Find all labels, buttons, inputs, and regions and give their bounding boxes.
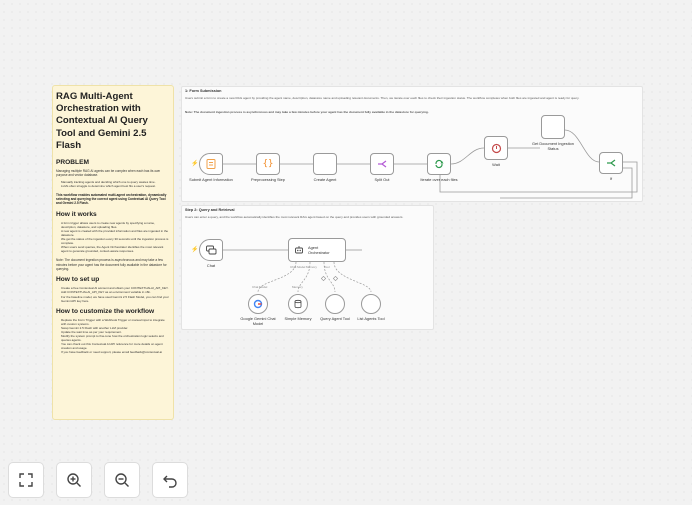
undo-button[interactable] [152,462,188,498]
list-item: Replace the Form Trigger with a Webhook … [61,318,170,326]
list-agents-tool-node[interactable] [361,294,381,314]
zoom-out-icon [114,472,130,488]
chat-trigger-node[interactable] [199,239,223,261]
sticky-note[interactable]: RAG Multi-Agent Orchestration with Conte… [52,85,174,420]
database-icon [293,299,303,309]
customize-heading: How to customize the workflow [56,307,155,315]
wait-label: Wait [492,162,500,167]
zoom-in-button[interactable] [56,462,92,498]
agent-orchestrator-node[interactable]: Agent Orchestrator [288,238,346,262]
memory-port: Memory [306,265,317,269]
step2-section[interactable] [181,205,434,330]
problem-list: Manually tracking agents and deciding wh… [56,180,170,188]
step2-title: Step 2: Query and Retrieval [185,208,235,212]
list-item: When users send queries, the Agent Orche… [61,245,170,253]
chat-icon [205,244,217,256]
list-item: Manually tracking agents and deciding wh… [61,180,170,184]
zoom-in-icon [66,472,82,488]
form-icon [205,158,217,170]
split-icon [376,158,388,170]
list-item: Update the wait time as per your require… [61,330,170,334]
create-agent-node[interactable] [313,153,337,175]
loop-icon [433,158,445,170]
list-item: If you have feedback or need support, pl… [61,350,170,354]
tool-port: Tool [324,265,330,269]
agent-orchestrator-label: Agent Orchestrator [308,245,330,255]
preprocessing-label: Preprocessing Step [251,177,285,182]
chat-model-port: Chat Model [290,265,306,269]
submit-agent-label: Submit Agent Information [189,177,233,182]
list-item: We get the status of the ingestion every… [61,237,170,245]
chat-label: Chat [206,263,216,268]
simple-memory-node[interactable] [288,294,308,314]
gemini-model-node[interactable] [248,294,268,314]
if-label: If [609,176,613,181]
preprocessing-node[interactable]: {} [256,153,280,175]
model-connector-label: Chat Model [252,285,268,289]
note-title: RAG Multi-Agent Orchestration with Conte… [56,91,148,151]
if-node[interactable] [599,152,623,174]
split-out-node[interactable] [370,153,394,175]
fit-view-button[interactable] [8,462,44,498]
problem-text: Managing multiple RAG AI agents can be c… [56,169,161,178]
how-note: Note: The document ingestion process is … [56,258,167,272]
list-item: Swap Gemini 2.5 Flash with another LLM p… [61,326,170,330]
gemini-icon [253,299,263,309]
trigger-marker-icon: ⚡ [191,247,199,253]
list-item: For the baseline model, we have used Gem… [61,295,170,303]
wait-node[interactable] [484,136,508,160]
query-agent-tool-node[interactable] [325,294,345,314]
problem-heading: PROBLEM [56,159,89,167]
step2-description: Users can enter a query, and the workflo… [185,215,404,219]
zoom-out-button[interactable] [104,462,140,498]
code-icon: {} [262,159,274,169]
list-item: LLMs often struggle to determine which a… [61,184,170,188]
submit-agent-node[interactable] [199,153,223,175]
trigger-marker-icon: ⚡ [191,161,199,167]
if-icon [605,157,617,169]
step1-note: Note: The document ingestion process is … [185,110,429,114]
solution-text: This workflow enables automated multi-ag… [56,192,167,206]
iterate-label: Iterate over each files [420,177,458,182]
iterate-node[interactable] [427,153,451,175]
how-heading: How it works [56,210,97,218]
wait-icon [491,143,502,154]
list-item: A new agent is created with the provided… [61,229,170,237]
how-list: A form trigger allows users to create ne… [56,221,170,254]
fullscreen-icon [18,472,34,488]
setup-heading: How to set up [56,276,100,284]
query-agent-tool-label: Query Agent Tool [320,316,350,321]
list-item: Create a free Contextual AI account and … [61,286,170,290]
step1-title: 1: Form Submission [185,89,222,93]
list-item: You can check out this Contextual AI API… [61,342,170,350]
gemini-model-label: Google Gemini Chat Model [240,316,276,326]
split-out-label: Split Out [374,177,390,182]
customize-list: Replace the Form Trigger with a Webhook … [56,318,170,355]
ingestion-status-node[interactable] [541,115,565,139]
setup-list: Create a free Contextual AI account and … [56,286,170,302]
list-item: Add CONTEXTUALAI_API_KEY as an environme… [61,290,170,294]
list-item: Modify the system prompt to fine-tune ho… [61,334,170,342]
create-agent-label: Create Agent [313,177,337,182]
robot-icon [294,245,304,255]
undo-icon [162,472,178,488]
simple-memory-label: Simple Memory [284,316,312,321]
step1-description: Users submit a form to create a new RAG … [185,96,580,100]
list-item: A form trigger allows users to create ne… [61,221,170,229]
memory-connector-label: Memory [292,285,303,289]
list-agents-tool-label: List Agents Tool [357,316,385,321]
ingestion-status-label: Get Document Ingestion Status [532,141,574,151]
